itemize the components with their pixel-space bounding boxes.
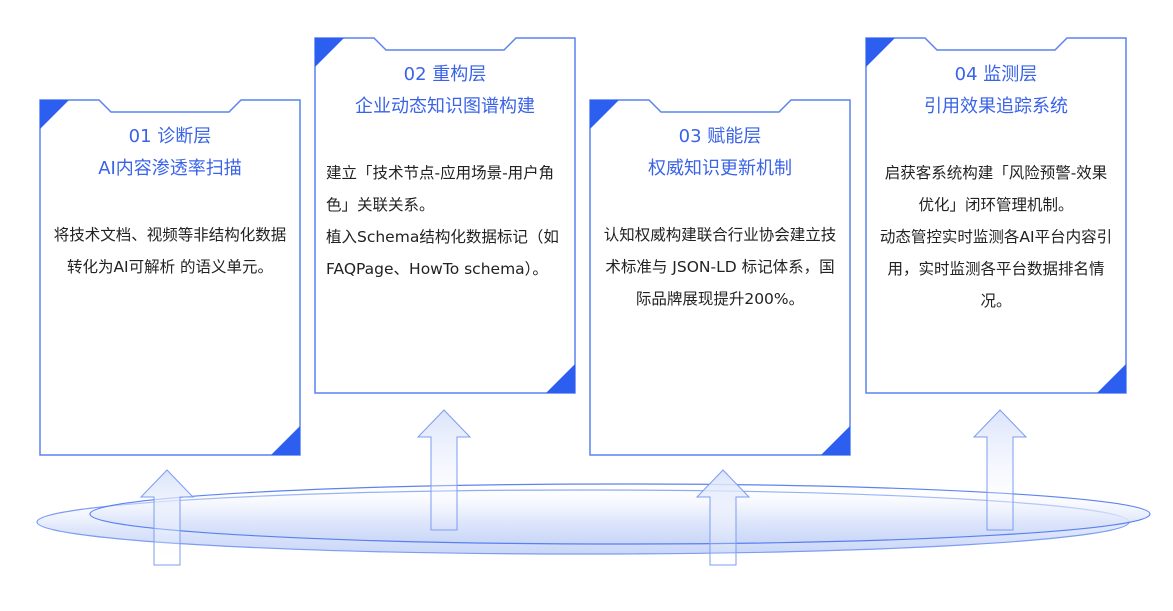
card-title: 04 监测层 引用效果追踪系统 — [865, 59, 1127, 123]
card-frame — [39, 99, 301, 456]
corner-accent — [546, 364, 575, 393]
corner-accent — [590, 100, 619, 129]
card-body: 启获客系统构建「风险预警-效果优化」闭环管理机制。动态管控实时监测各AI平台内容… — [877, 157, 1115, 317]
corner-accent — [866, 38, 895, 67]
corner-accent — [315, 38, 344, 67]
body-paragraph: 启获客系统构建「风险预警-效果优化」闭环管理机制。 — [884, 164, 1108, 214]
card-title: 02 重构层 企业动态知识图谱构建 — [314, 59, 576, 123]
corner-accent — [821, 426, 850, 455]
body-paragraph: 植入Schema结构化数据标记（如FAQPage、HowTo schema）。 — [326, 228, 559, 278]
card-body: 将技术文档、视频等非结构化数据转化为AI可解析 的语义单元。 — [51, 219, 289, 283]
layer-subtitle: 引用效果追踪系统 — [924, 96, 1068, 117]
card-body: 建立「技术节点-应用场景-用户角色」关联关系。植入Schema结构化数据标记（如… — [326, 157, 564, 285]
body-paragraph: 将技术文档、视频等非结构化数据转化为AI可解析 的语义单元。 — [53, 226, 287, 276]
corner-accent — [40, 100, 69, 129]
corner-accent — [1097, 364, 1126, 393]
layer-subtitle: 企业动态知识图谱构建 — [355, 96, 535, 117]
body-paragraph: 动态管控实时监测各AI平台内容引用，实时监测各平台数据排名情况。 — [879, 228, 1113, 310]
card-title: 03 赋能层 权威知识更新机制 — [589, 121, 851, 185]
up-arrow-icon — [695, 469, 751, 566]
layer-card-4: 04 监测层 引用效果追踪系统 启获客系统构建「风险预警-效果优化」闭环管理机制… — [865, 37, 1127, 394]
layer-card-1: 01 诊断层 AI内容渗透率扫描 将技术文档、视频等非结构化数据转化为AI可解析… — [39, 99, 301, 456]
card-frame — [865, 37, 1127, 394]
body-paragraph: 建立「技术节点-应用场景-用户角色」关联关系。 — [326, 164, 555, 214]
up-arrow-icon — [972, 409, 1028, 531]
up-arrow-icon — [139, 469, 195, 566]
card-frame — [589, 99, 851, 456]
corner-accent — [271, 426, 300, 455]
layer-number-title: 02 重构层 — [403, 64, 487, 85]
inner-ring — [89, 483, 1151, 545]
up-arrow-icon — [416, 409, 472, 531]
layer-subtitle: 权威知识更新机制 — [648, 158, 792, 179]
card-frame — [314, 37, 576, 394]
card-title: 01 诊断层 AI内容渗透率扫描 — [39, 121, 301, 185]
layer-number-title: 04 监测层 — [954, 64, 1038, 85]
layer-subtitle: AI内容渗透率扫描 — [98, 158, 242, 179]
layer-card-2: 02 重构层 企业动态知识图谱构建 建立「技术节点-应用场景-用户角色」关联关系… — [314, 37, 576, 394]
body-paragraph: 认知权威构建联合行业协会建立技术标准与 JSON-LD 标记体系，国际品牌展现提… — [603, 226, 837, 308]
layer-number-title: 01 诊断层 — [128, 126, 212, 147]
layer-card-3: 03 赋能层 权威知识更新机制 认知权威构建联合行业协会建立技术标准与 JSON… — [589, 99, 851, 456]
layer-number-title: 03 赋能层 — [678, 126, 762, 147]
card-body: 认知权威构建联合行业协会建立技术标准与 JSON-LD 标记体系，国际品牌展现提… — [601, 219, 839, 315]
